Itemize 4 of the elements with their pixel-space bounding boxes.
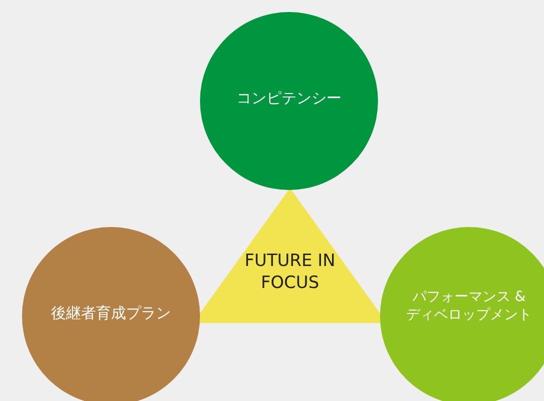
node-label: FUTURE IN FOCUS xyxy=(244,250,336,294)
node-label: パフォーマンス & ディベロップメント xyxy=(405,288,533,324)
node-label: コンピテンシー xyxy=(236,89,342,108)
node-label: 後継者育成プラン xyxy=(50,304,172,324)
